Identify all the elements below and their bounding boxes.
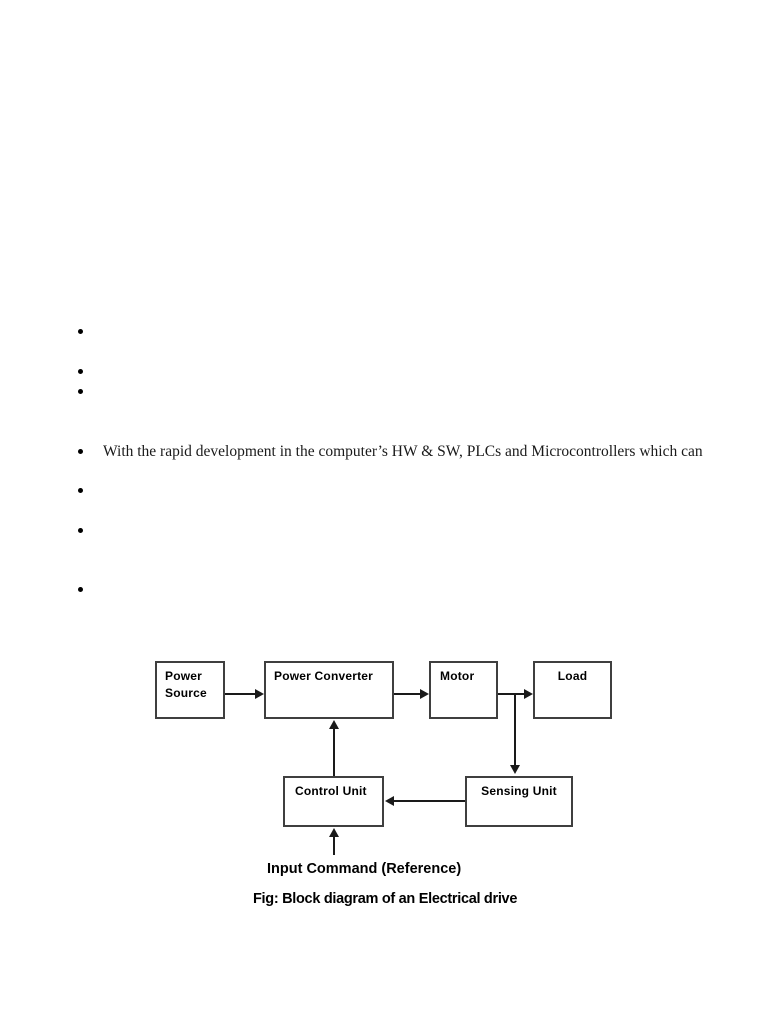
box-label: Power Converter: [274, 669, 374, 683]
box-label: Control Unit: [295, 784, 367, 798]
connector-converter-to-motor: [394, 693, 421, 695]
figure-caption: Fig: Block diagram of an Electrical driv…: [253, 891, 518, 907]
diagram-box-power-converter: Power Converter: [264, 661, 394, 719]
diagram-box-control-unit: Control Unit: [283, 776, 384, 827]
arrowhead-down-icon: [510, 765, 520, 774]
connector-motor-to-load: [498, 693, 525, 695]
bullet-marker: [78, 488, 83, 493]
diagram-box-motor: Motor: [429, 661, 498, 719]
arrowhead-right-icon: [255, 689, 264, 699]
box-label: Power: [165, 669, 203, 683]
diagram-box-power-source: Power Source: [155, 661, 225, 719]
connector-power-source-to-converter: [225, 693, 256, 695]
bullet-marker: [78, 449, 83, 454]
diagram-box-load: Load: [533, 661, 612, 719]
arrowhead-right-icon: [524, 689, 533, 699]
input-command-label: Input Command (Reference): [267, 861, 462, 877]
connector-control-unit-to-converter: [333, 729, 335, 776]
connector-motor-to-sensing-unit: [514, 694, 516, 765]
bullet-marker: [78, 369, 83, 374]
bullet-marker: [78, 528, 83, 533]
bullet-marker: [78, 389, 83, 394]
box-label: Motor: [440, 669, 475, 683]
arrowhead-right-icon: [420, 689, 429, 699]
box-label: Source: [165, 686, 207, 700]
connector-input-command-to-control-unit: [333, 837, 335, 855]
box-label: Load: [557, 669, 588, 683]
arrowhead-left-icon: [385, 796, 394, 806]
box-label: Sensing Unit: [481, 784, 557, 798]
bullet-text: With the rapid development in the comput…: [103, 443, 703, 460]
bullet-marker: [78, 329, 83, 334]
arrowhead-up-icon: [329, 828, 339, 837]
arrowhead-up-icon: [329, 720, 339, 729]
connector-sensing-unit-to-control-unit: [394, 800, 465, 802]
bullet-marker: [78, 587, 83, 592]
diagram-box-sensing-unit: Sensing Unit: [465, 776, 573, 827]
